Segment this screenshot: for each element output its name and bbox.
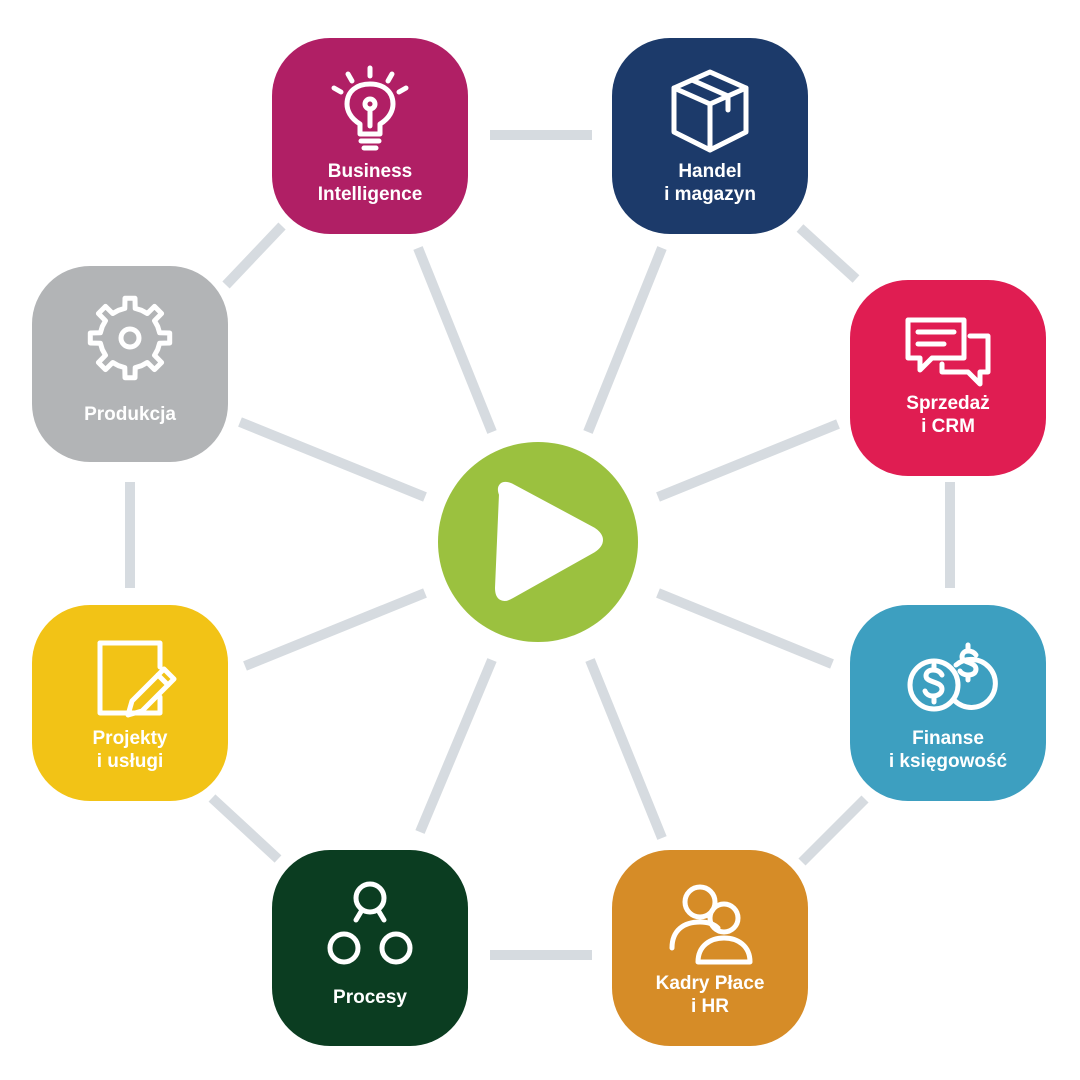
ring-connector [796, 224, 860, 283]
spoke-connector [656, 419, 840, 502]
spoke-connector [585, 658, 667, 840]
dollar-coins-icon [907, 642, 998, 712]
ring-connector [222, 222, 286, 289]
pencil-note-icon [97, 640, 177, 718]
lightbulb-icon [331, 65, 409, 151]
chat-bubbles-icon [905, 317, 991, 387]
spoke-connector [415, 658, 497, 834]
spoke-connector [413, 246, 497, 434]
process-circles-icon [327, 881, 413, 965]
spoke-connector [243, 588, 427, 671]
module-label: Produkcja [84, 404, 176, 425]
module-produkcja[interactable]: Produkcja [32, 266, 228, 462]
play-button[interactable] [438, 442, 638, 642]
module-label: Procesy [333, 987, 407, 1008]
ring-connector [208, 794, 282, 863]
spoke-connector [656, 588, 834, 669]
gear-icon [87, 295, 173, 381]
spoke-connector [583, 246, 667, 434]
module-procesy[interactable]: Procesy [272, 850, 468, 1046]
people-icon [669, 884, 753, 965]
play-icon [438, 442, 638, 642]
spoke-connector [238, 417, 427, 502]
ring-connector [798, 795, 869, 866]
box-icon [671, 69, 749, 153]
